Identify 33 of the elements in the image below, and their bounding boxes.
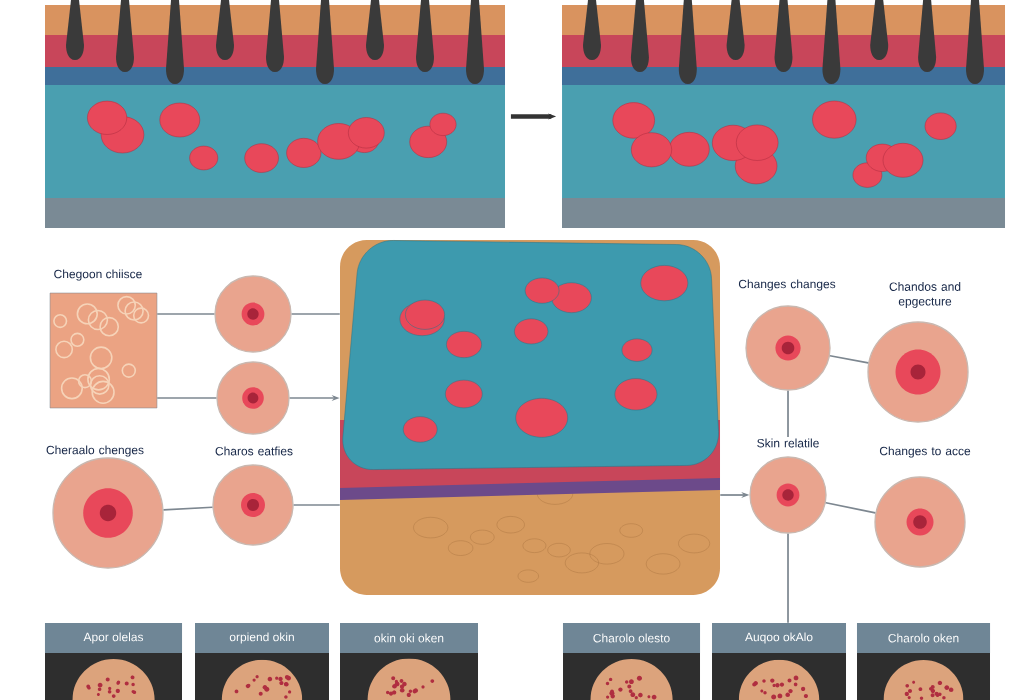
- connector-line: [829, 354, 870, 364]
- skin-block-drawing: [340, 240, 720, 595]
- magnified-circle-drawing: [214, 275, 292, 353]
- node-label: Charolo oken: [888, 633, 959, 643]
- connector-line: [156, 313, 216, 315]
- connector-line: [162, 506, 214, 511]
- connector-line: [787, 532, 789, 624]
- node-label: Charolo olesto: [593, 633, 670, 643]
- connector-line: [156, 397, 218, 399]
- heading: Chegoon chiisce: [54, 269, 142, 281]
- heading: Skin relatile: [757, 438, 819, 448]
- node-label: Auqoo okAlo: [745, 632, 813, 644]
- skin-cross-section-drawing: [45, 0, 505, 228]
- node-label: orpiend okin: [229, 632, 294, 644]
- node-label: Apor olelas: [83, 632, 144, 644]
- connector-line: [292, 504, 341, 506]
- heading: Changes changes: [738, 279, 836, 291]
- skin-panel: okin oki oken: [340, 623, 478, 700]
- magnified-circle-drawing: [216, 361, 290, 435]
- heading: Cheraalo chenges: [46, 445, 144, 457]
- node-label: okin oki oken: [374, 633, 444, 643]
- heading: Changes to acce: [879, 446, 971, 458]
- heading: Chandos and epgecture: [889, 282, 961, 308]
- heading: Charos eatfies: [215, 446, 293, 456]
- skin-panel: Charolo olesto: [562, 623, 701, 700]
- connector-line: [290, 313, 341, 315]
- skin-panel: Auqoo okAlo: [712, 623, 846, 700]
- connector-line: [825, 501, 877, 514]
- skin-panel: orpiend okin: [195, 623, 329, 700]
- skin-cross-section-drawing: [562, 0, 1005, 228]
- skin-panel: Apor olelas: [44, 623, 183, 700]
- connector-line: [787, 389, 789, 438]
- skin-panel: Charolo oken: [857, 623, 991, 700]
